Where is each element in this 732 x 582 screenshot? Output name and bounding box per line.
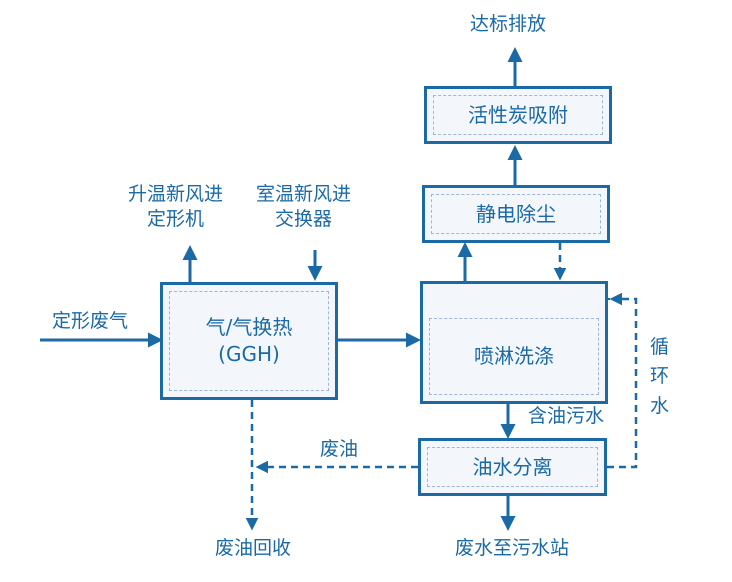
spray-label: 喷淋洗涤	[474, 344, 554, 368]
esp-sketch	[431, 194, 601, 234]
recirc-label-1: 循	[650, 336, 670, 358]
ggh-label: 气/气换热 (GGH)	[206, 314, 293, 368]
ggh-sketch	[169, 291, 329, 391]
ggh-title: 气/气换热	[205, 315, 293, 339]
carbon-label: 活性炭吸附	[468, 102, 568, 127]
spray-box: 喷淋洗涤	[420, 281, 608, 404]
separator-sketch	[427, 447, 598, 487]
recirc-label-2: 环	[650, 365, 670, 388]
heated-air-label: 升温新风进 定形机	[128, 182, 223, 231]
to-wwtp-label: 废水至污水站	[455, 537, 570, 559]
recirc-label-3: 水	[650, 394, 670, 417]
separator-box: 油水分离	[418, 438, 607, 496]
ggh-box: 气/气换热 (GGH)	[160, 282, 338, 400]
recirc-label: 循 环 水	[650, 333, 669, 421]
oil-recovery-label: 废油回收	[215, 537, 292, 559]
carbon-box: 活性炭吸附	[424, 86, 612, 144]
room-air-label-1: 室温新风进	[256, 183, 352, 205]
separator-label: 油水分离	[472, 454, 553, 479]
esp-label: 静电除尘	[476, 201, 556, 226]
dashed-recirc-right	[607, 292, 638, 469]
ggh-abbrev: (GGH)	[218, 342, 280, 366]
room-air-label: 室温新风进 交换器	[256, 182, 351, 231]
waste-oil-label: 废油	[320, 438, 359, 460]
exhaust-in-label: 定形废气	[52, 310, 129, 332]
oily-water-label: 含油污水	[528, 405, 605, 427]
heated-air-label-2: 定形机	[147, 207, 205, 230]
esp-box: 静电除尘	[422, 185, 610, 243]
heated-air-label-1: 升温新风进	[128, 183, 224, 205]
carbon-sketch	[433, 95, 603, 135]
room-air-label-2: 交换器	[275, 207, 333, 230]
discharge-label: 达标排放	[470, 13, 547, 35]
